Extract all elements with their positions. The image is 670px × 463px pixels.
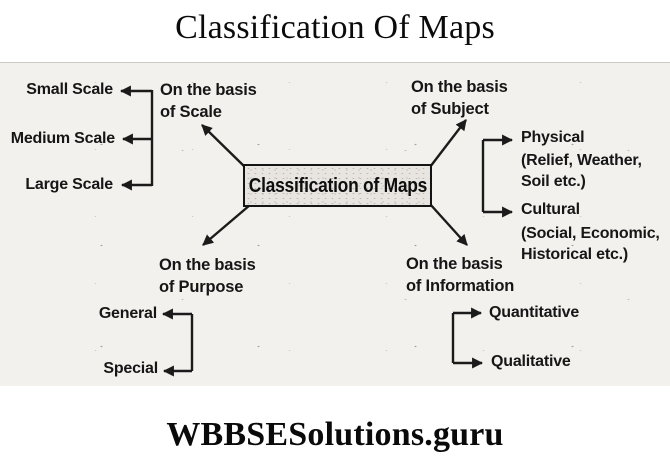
scale-item-small: Small Scale (26, 81, 113, 98)
purpose-item-special: Special (103, 360, 158, 377)
purpose-item-general: General (98, 305, 157, 322)
information-item-quantitative: Quantitative (489, 304, 580, 321)
scale-item-large: Large Scale (25, 176, 113, 193)
diagram-canvas (0, 62, 670, 386)
center-node: Classification of Maps (243, 164, 432, 207)
branch-label-purpose: On the basis of Purpose (159, 256, 256, 296)
subject-item-physical: Physical (521, 129, 585, 146)
branch-label-subject: On the basis of Subject (411, 78, 508, 118)
branch-label-scale: On the basis of Scale (160, 81, 257, 121)
information-item-qualitative: Qualitative (491, 353, 571, 370)
branch-label-information: On the basis of Information (406, 255, 515, 295)
scale-item-medium: Medium Scale (10, 130, 116, 147)
page-title: Classification Of Maps (175, 9, 495, 46)
subject-item-cultural-detail: (Social, Economic, Historical etc.) (521, 225, 660, 263)
watermark: WBBSESolutions.guru (166, 416, 504, 453)
center-node-label: Classification of Maps (248, 173, 427, 197)
subject-item-cultural: Cultural (521, 201, 580, 218)
subject-item-physical-detail: (Relief, Weather, Soil etc.) (521, 152, 642, 190)
